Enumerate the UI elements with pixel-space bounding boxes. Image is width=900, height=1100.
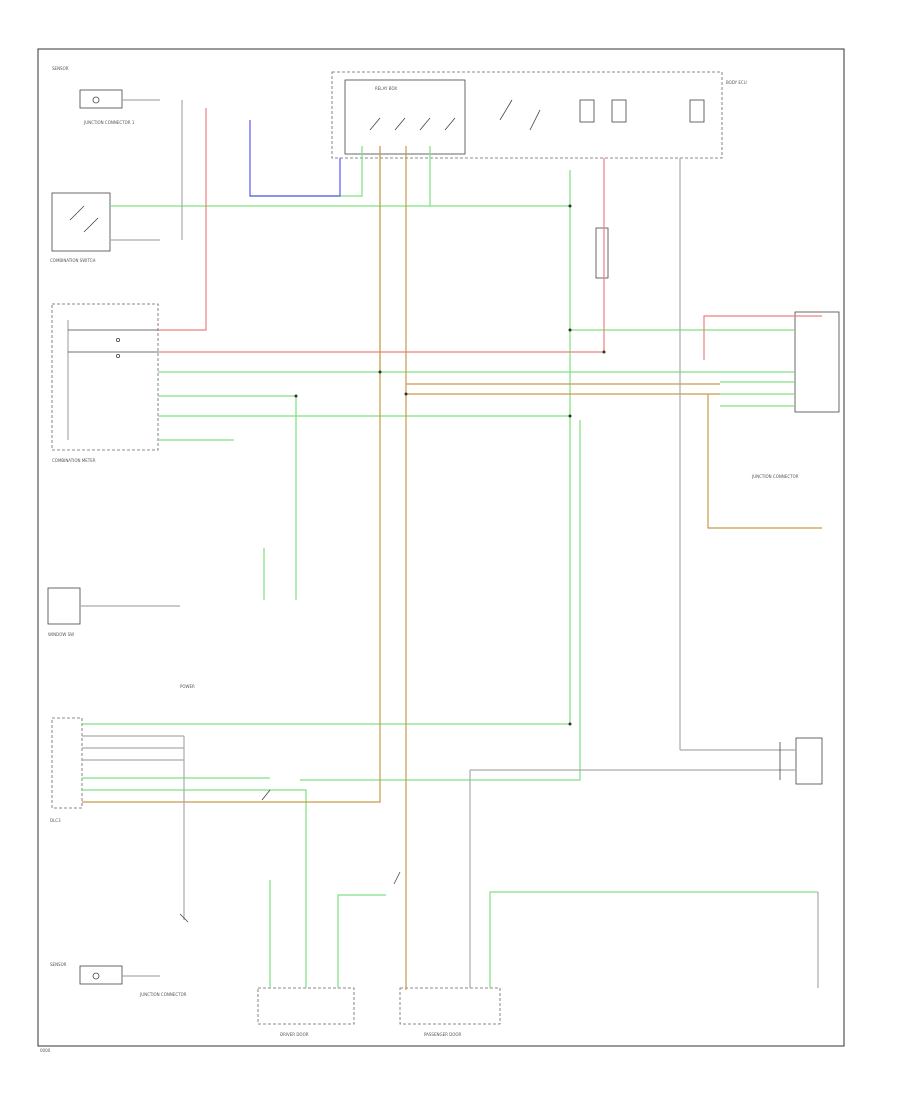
junction-dot — [568, 204, 572, 208]
junction-dot — [568, 722, 572, 726]
label-passenger-door: PASSENGER DOOR — [424, 1032, 462, 1037]
combination-switch-box — [51, 192, 111, 252]
relay-coil — [689, 99, 705, 123]
relay-contact — [394, 117, 406, 131]
label-combination-meter: COMBINATION METER — [52, 458, 96, 463]
label-body-ecu: BODY ECU — [726, 80, 747, 85]
component-labels: SENSOR JUNCTION CONNECTOR 1 COMBINATION … — [40, 66, 799, 1053]
switch-contact — [69, 205, 85, 221]
relay-switch — [499, 99, 513, 121]
green-wire — [158, 395, 297, 600]
red-wire — [703, 315, 822, 360]
dlc3-box — [51, 717, 83, 809]
combination-meter-box — [51, 303, 159, 451]
green-wires — [82, 146, 818, 988]
orange-wires — [82, 146, 822, 990]
sensor-tl-box — [79, 89, 123, 109]
relay-coil — [611, 99, 627, 123]
junction-dot — [568, 414, 572, 418]
junction-right-lower-box — [795, 737, 823, 785]
green-wire — [489, 891, 818, 988]
label-page-ref: 0000 — [40, 1048, 51, 1053]
connector-pin — [179, 913, 189, 923]
green-wire — [158, 146, 381, 373]
relay-coil — [579, 99, 595, 123]
red-wire — [158, 108, 207, 331]
label-driver-door: DRIVER DOOR — [280, 1032, 309, 1037]
diagram-frame — [37, 48, 845, 1047]
relay-contact — [444, 117, 456, 131]
label-dlc3: DLC3 — [50, 818, 61, 823]
passenger-door-box — [399, 987, 501, 1025]
connector-pin — [261, 789, 271, 801]
junction-dot — [568, 328, 572, 332]
green-wire — [430, 170, 571, 207]
connector-pin — [393, 871, 401, 885]
junction-dot — [294, 394, 298, 398]
label-power-sw: POWER — [180, 684, 195, 689]
relay-contact — [419, 117, 431, 131]
meter-node — [116, 337, 121, 342]
label-sensor-tl: SENSOR — [52, 66, 69, 71]
sensor-symbol — [92, 972, 100, 980]
green-wire — [337, 894, 386, 988]
body-ecu-box — [331, 71, 723, 159]
junction-dot — [378, 370, 382, 374]
label-junction-bl: JUNCTION CONNECTOR — [139, 992, 187, 997]
relay-contact — [369, 117, 381, 131]
junction-dot — [602, 350, 606, 354]
junction-right-box — [794, 311, 840, 413]
green-wire — [110, 146, 431, 207]
green-wire — [82, 789, 307, 940]
label-junction-right: JUNCTION CONNECTOR — [751, 474, 799, 479]
sensor-symbol — [92, 96, 100, 104]
label-window-sw: WINDOW SW — [48, 632, 74, 637]
green-wire — [300, 420, 581, 781]
junction-connector-mid-box — [595, 227, 609, 279]
label-combination-switch: COMBINATION SWITCH — [50, 258, 95, 263]
orange-wire — [82, 146, 381, 803]
blue-wires — [249, 120, 341, 197]
label-junction-tl: JUNCTION CONNECTOR 1 — [83, 120, 135, 125]
junction-dot — [404, 392, 408, 396]
relay-box-inner — [344, 79, 466, 155]
orange-wire — [707, 394, 822, 529]
junction-dots — [294, 204, 606, 726]
switch-contact — [83, 217, 99, 233]
red-wires — [158, 108, 822, 360]
green-wire — [82, 416, 571, 725]
component-symbols — [68, 96, 781, 980]
label-sensor-bl: SENSOR — [50, 962, 67, 967]
relay-switch — [529, 109, 541, 131]
window-sw-box — [47, 587, 81, 625]
label-relay-box: RELAY BOX — [375, 86, 397, 91]
gray-wires — [67, 99, 819, 988]
meter-node — [116, 353, 121, 358]
driver-door-box — [257, 987, 355, 1025]
red-wire — [158, 158, 605, 353]
blue-wire — [249, 120, 341, 197]
sensor-bl-box — [79, 965, 123, 985]
